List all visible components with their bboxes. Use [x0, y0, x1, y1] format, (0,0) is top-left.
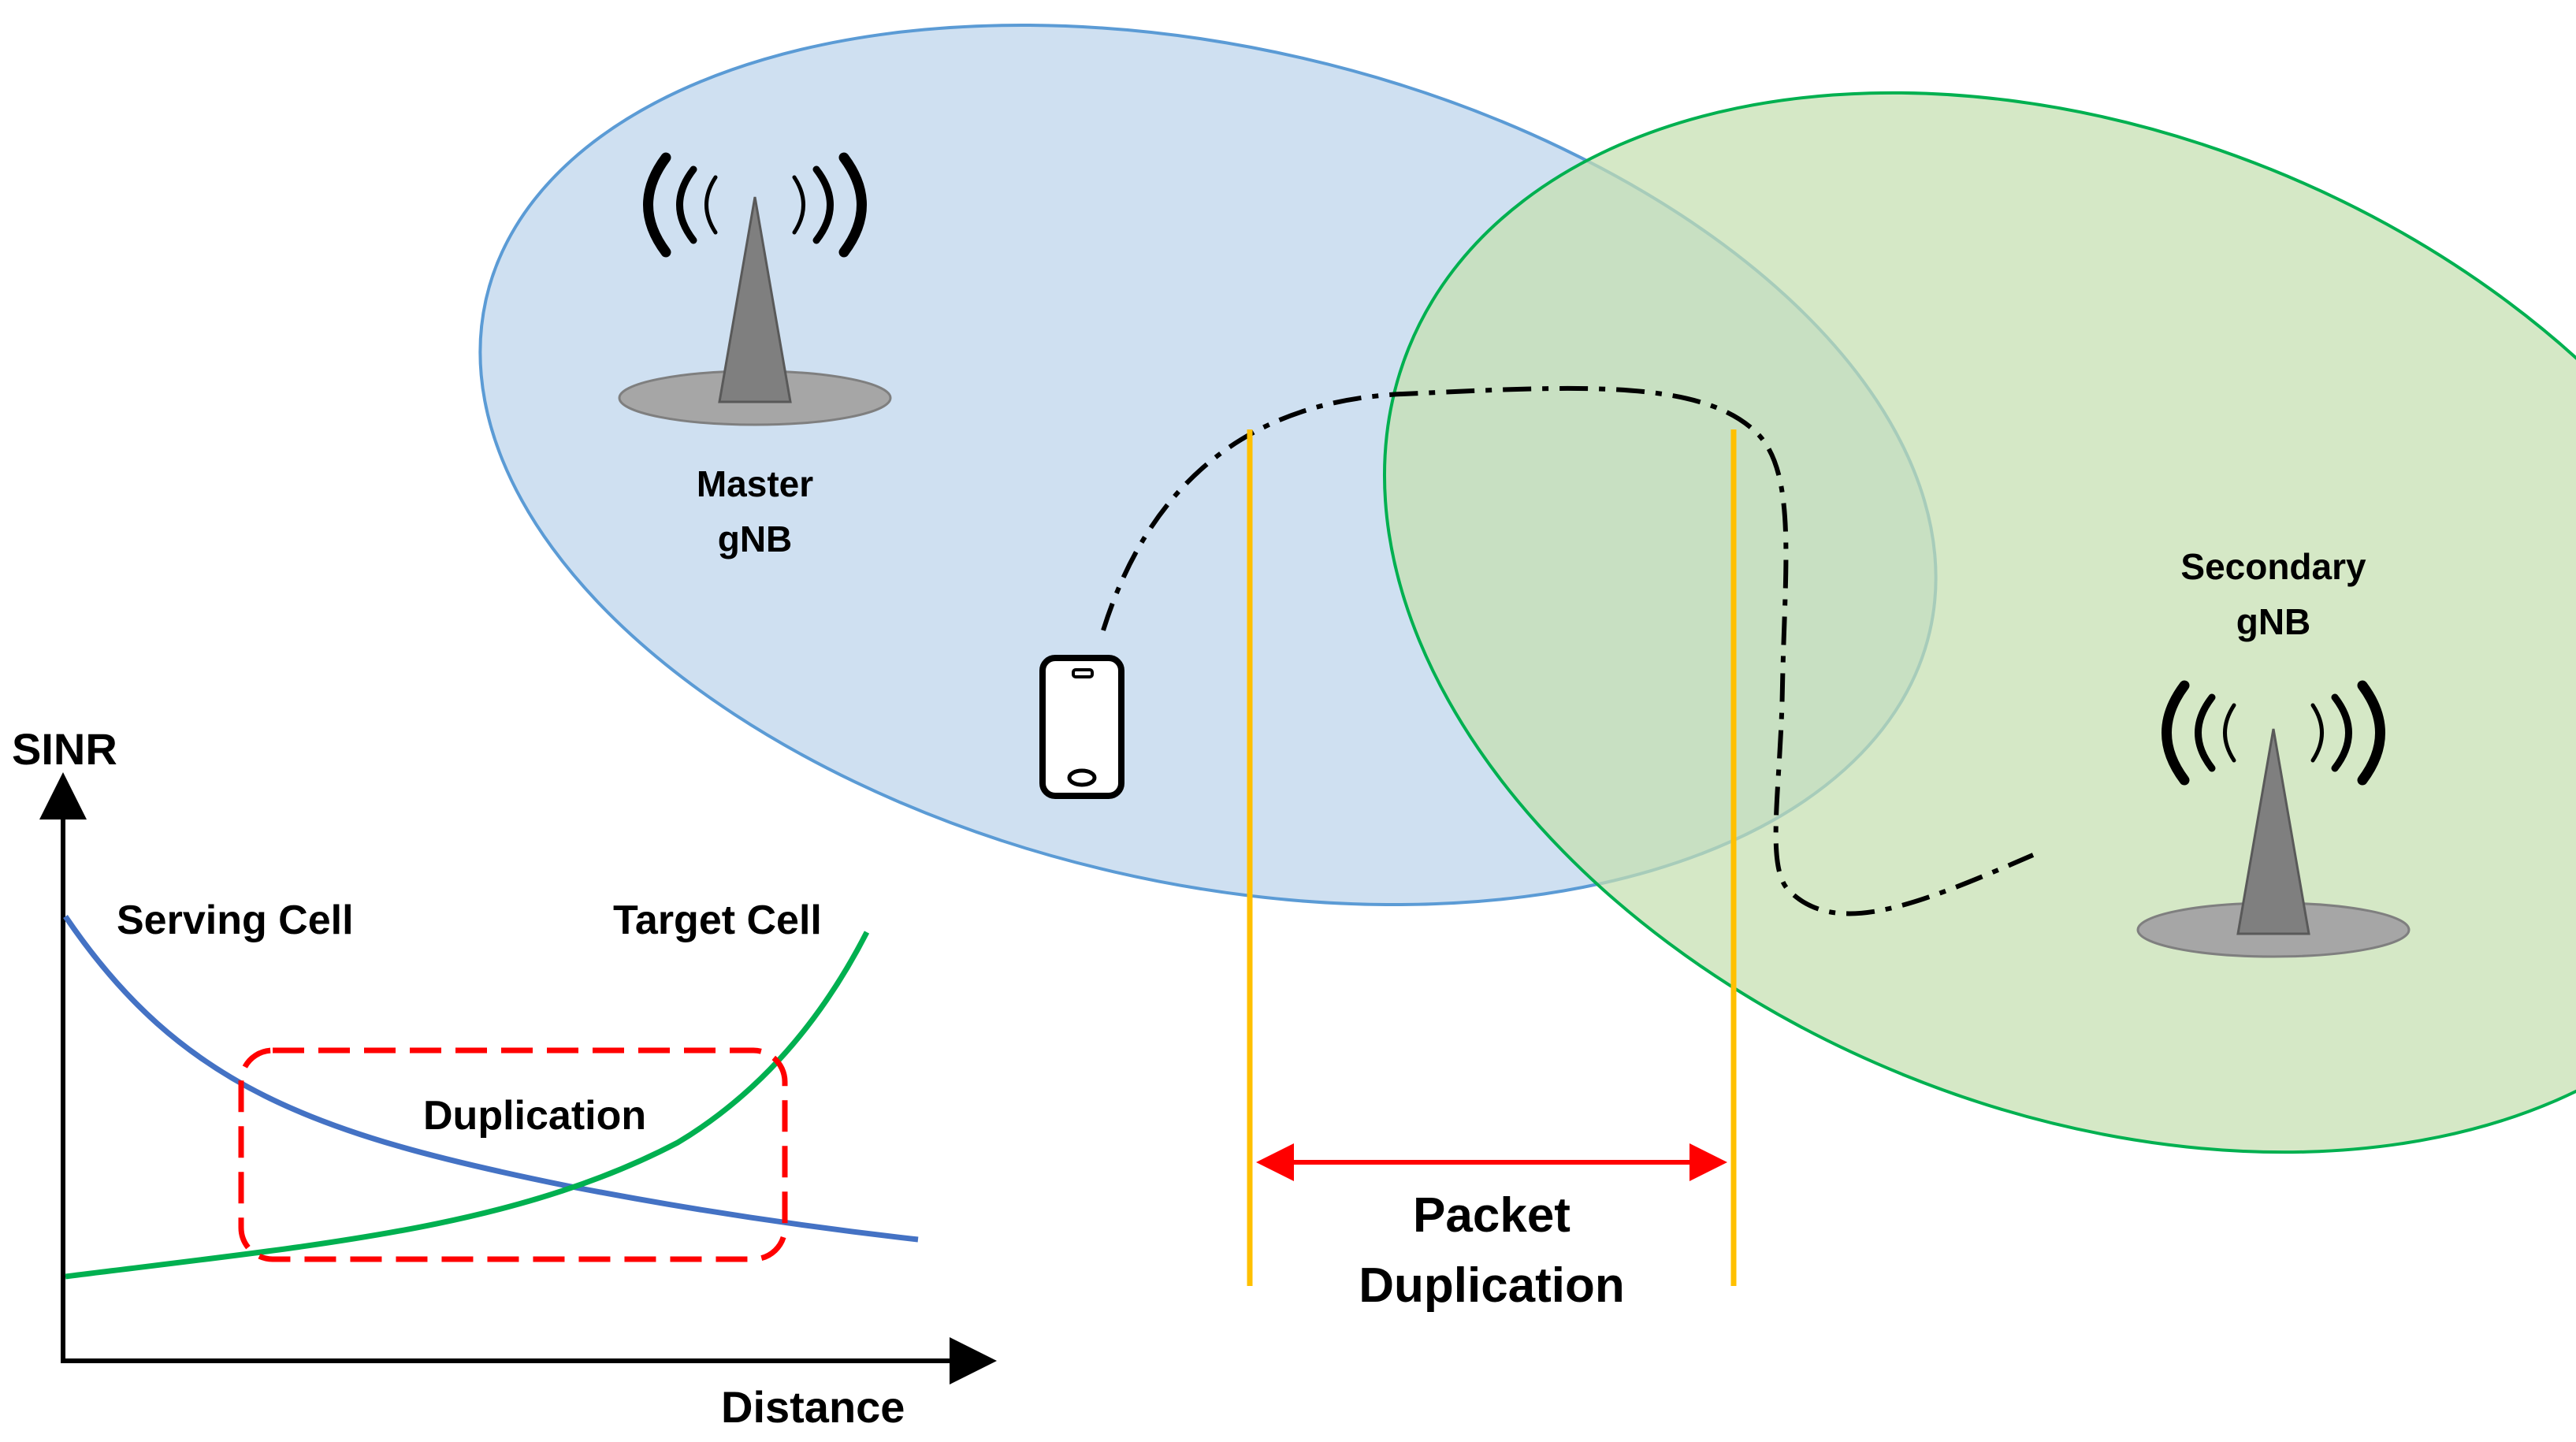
y-axis-label: SINR [12, 724, 117, 774]
packet-duplication-label-line1: Packet [1413, 1188, 1571, 1243]
target-cell-curve [65, 931, 870, 1280]
duplication-label: Duplication [423, 1093, 646, 1139]
ue-trajectory [1101, 385, 2035, 916]
secondary-gnb-label-line2: gNB [2236, 601, 2311, 642]
master-antenna-icon [618, 152, 892, 426]
serving-cell-label: Serving Cell [117, 898, 354, 943]
x-axis-label: Distance [721, 1382, 905, 1432]
duplication-region-box [238, 1047, 788, 1262]
secondary-gnb-label-line1: Secondary [2180, 546, 2366, 587]
sinr-chart: SINR Distance Serving Cell Target Cell D… [12, 724, 997, 1432]
master-gnb-label-line1: Master [697, 463, 813, 504]
secondary-antenna-icon [2136, 680, 2411, 958]
target-cell-label: Target Cell [613, 898, 822, 943]
smartphone-icon [1039, 655, 1124, 799]
master-gnb-label-line2: gNB [718, 518, 793, 559]
serving-cell-curve [63, 915, 919, 1243]
packet-duplication-label-line2: Duplication [1359, 1258, 1625, 1313]
